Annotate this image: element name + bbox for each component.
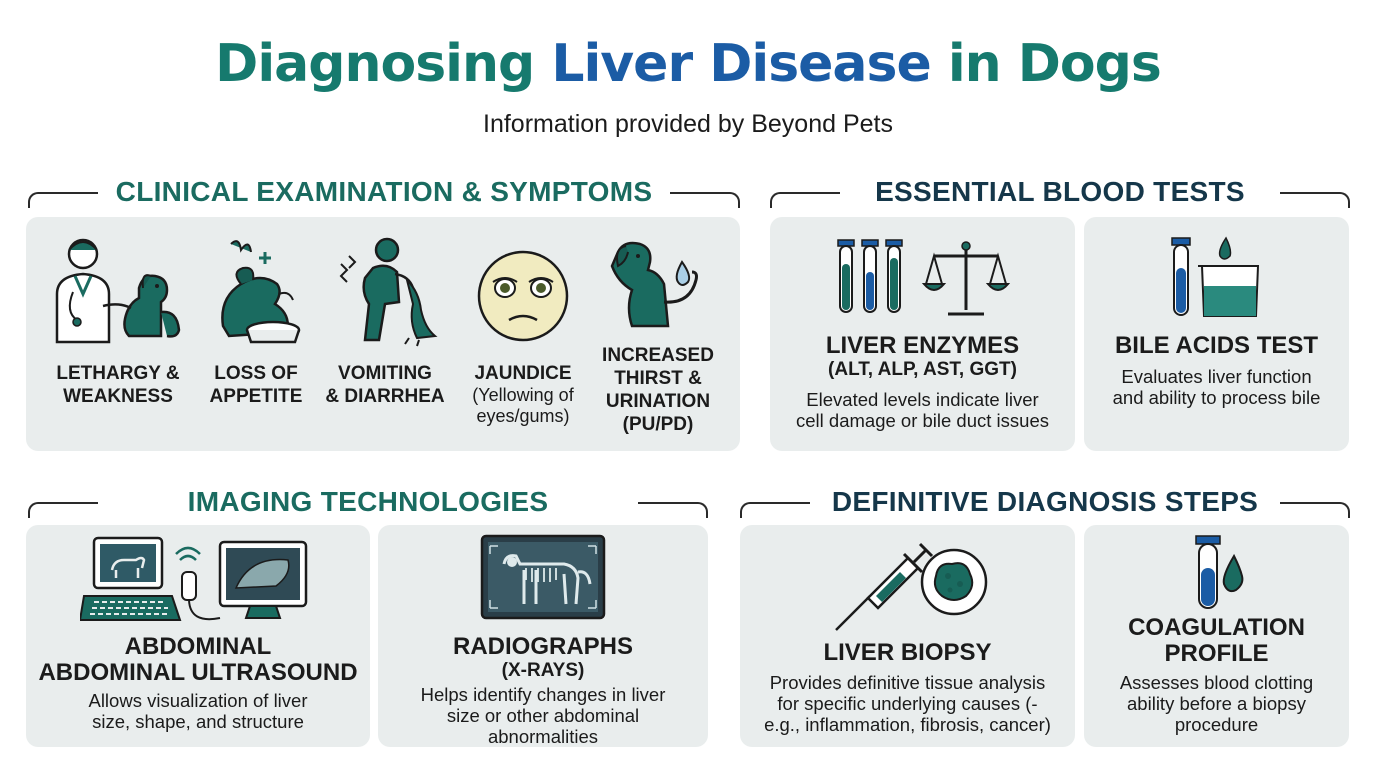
title-part-diagnosing: Diagnosing (215, 34, 552, 94)
test-tubes-scale-icon (837, 239, 1010, 316)
bracket-left (770, 192, 840, 208)
enzymes-subtitle: (ALT, ALP, AST, GGT) (828, 359, 1017, 380)
coag-desc-line1: Assesses blood clotting (1119, 672, 1314, 693)
page-subtitle: Information provided by Beyond Pets (483, 110, 893, 138)
imaging-section-header: IMAGING TECHNOLOGIES (28, 482, 708, 522)
enzymes-desc-line2: cell damage or bile duct issues (796, 410, 1049, 431)
symptom-vomiting: VOMITING & DIARRHEA (320, 232, 450, 408)
bracket-right (1280, 502, 1350, 518)
blood-heading: ESSENTIAL BLOOD TESTS (875, 176, 1245, 207)
xray-title-line2: (X-RAYS) (501, 660, 585, 681)
symptom-detail: (Yellowing of (472, 385, 574, 405)
symptom-label: APPETITE (209, 386, 303, 407)
yellow-face-icon (477, 250, 569, 342)
biopsy-desc-line1: Provides definitive tissue analysis (769, 672, 1046, 693)
syringe-tissue-icon (835, 542, 988, 631)
enzymes-desc-line1: Elevated levels indicate liver (806, 389, 1039, 410)
blood-section-header: ESSENTIAL BLOOD TESTS (770, 172, 1350, 212)
imaging-heading: IMAGING TECHNOLOGIES (187, 486, 549, 517)
blood-tube-drop-icon (1195, 535, 1244, 609)
enzymes-card (770, 217, 1075, 451)
bracket-right (638, 502, 708, 518)
ultrasound-desc-line1: Allows visualization of liver (88, 690, 308, 711)
biopsy-title: LIVER BIOPSY (823, 639, 992, 666)
definitive-section-header: DEFINITIVE DIAGNOSIS STEPS (740, 482, 1350, 522)
symptom-detail: eyes/gums) (476, 406, 570, 426)
symptom-label: WEAKNESS (63, 386, 173, 407)
coag-title-line1: COAGULATION (1128, 614, 1305, 641)
tube-beaker-icon (1171, 236, 1260, 317)
bracket-left (740, 502, 810, 518)
dog-refusing-bowl-icon (221, 240, 301, 344)
xray-title-line1: RADIOGRAPHS (452, 633, 633, 660)
symptom-thirst: INCREASED THIRST & URINATION (PU/PD) (592, 232, 724, 436)
bracket-left (28, 502, 98, 518)
title-part-liver-disease: Liver Disease (551, 34, 931, 94)
person-vomiting-icon (339, 237, 438, 347)
ultrasound-title-line1: ABDOMINAL (124, 633, 272, 660)
symptom-label: URINATION (605, 391, 711, 412)
symptom-appetite: LOSS OF APPETITE (200, 232, 312, 408)
ultrasound-desc-line2: size, shape, and structure (92, 711, 304, 732)
clinical-section-header: CLINICAL EXAMINATION & SYMPTOMS (28, 172, 740, 212)
coag-desc-line2: ability before a biopsy (1127, 693, 1306, 714)
ultrasound-machine-icon (80, 536, 308, 621)
ultrasound-title-line2: ABDOMINAL ULTRASOUND (38, 659, 358, 686)
ultrasound-card (26, 525, 370, 747)
bile-acids-card (1084, 217, 1349, 451)
bile-title: BILE ACIDS TEST (1114, 332, 1319, 359)
xray-desc-line1: Helps identify changes in liver (420, 684, 666, 705)
definitive-heading: DEFINITIVE DIAGNOSIS STEPS (831, 486, 1259, 517)
xray-desc-line3: abnormalities (487, 726, 599, 747)
symptom-lethargy: LETHARGY & WEAKNESS (38, 232, 198, 408)
symptom-label: VOMITING (338, 363, 432, 384)
bile-desc-line2: and ability to process bile (1112, 387, 1321, 408)
coag-desc-line3: procedure (1174, 714, 1259, 735)
symptom-label: JAUNDICE (474, 363, 572, 384)
symptom-label: & DIARRHEA (325, 386, 445, 407)
symptom-label: LOSS OF (214, 363, 298, 384)
symptom-label: INCREASED (602, 345, 714, 366)
title-part-in-dogs: in Dogs (930, 34, 1162, 94)
vet-with-dog-icon (55, 238, 181, 344)
symptom-label: LETHARGY & (56, 363, 180, 384)
biopsy-desc-line3: e.g., inflammation, fibrosis, cancer) (764, 714, 1051, 735)
symptom-label: THIRST & (614, 368, 702, 389)
clinical-heading: CLINICAL EXAMINATION & SYMPTOMS (115, 176, 653, 207)
bile-desc-line1: Evaluates liver function (1121, 366, 1312, 387)
bracket-right (1280, 192, 1350, 208)
symptom-jaundice: JAUNDICE (Yellowing of eyes/gums) (458, 232, 588, 427)
biopsy-desc-line2: for specific underlying causes (- (777, 693, 1038, 714)
symptom-label: (PU/PD) (622, 414, 694, 435)
enzymes-title: LIVER ENZYMES (825, 332, 1020, 359)
dog-water-drop-icon (610, 241, 698, 328)
page-title: Diagnosing Liver Disease in Dogs (0, 34, 1376, 94)
bracket-right (670, 192, 740, 208)
bracket-left (28, 192, 98, 208)
xray-desc-line2: size or other abdominal (446, 705, 640, 726)
dog-xray-icon (480, 534, 606, 620)
coag-title-line2: PROFILE (1164, 640, 1269, 667)
